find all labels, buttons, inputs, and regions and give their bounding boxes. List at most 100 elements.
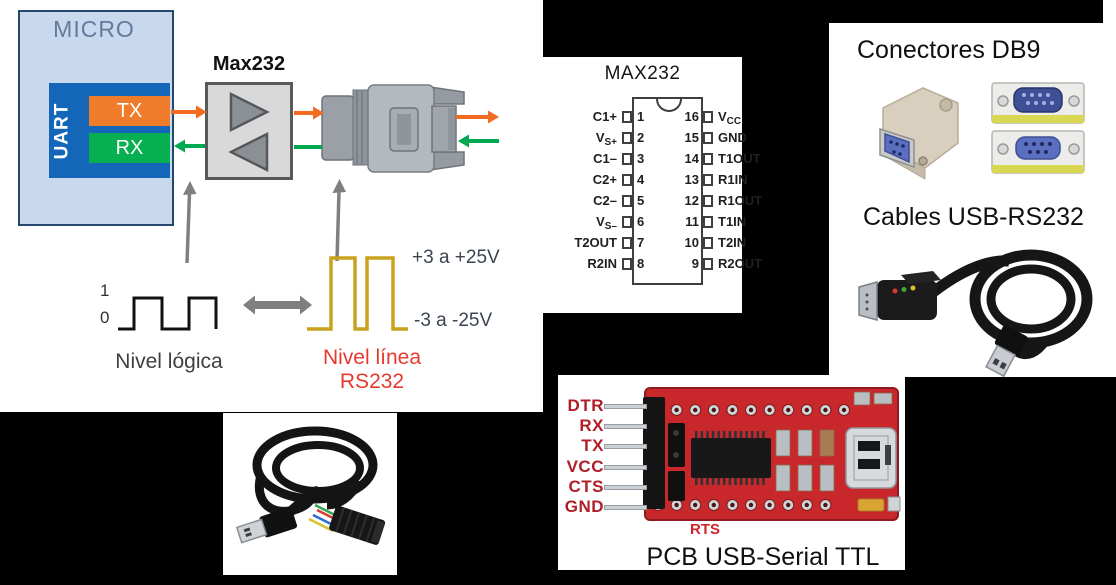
pin-number: 9 (691, 256, 699, 271)
pin-label-left: T2OUT (574, 235, 617, 250)
pin-number: 4 (637, 172, 645, 187)
female-header-connector (329, 505, 386, 545)
pcb-pin (604, 424, 647, 430)
logic-low-label: 0 (100, 308, 110, 327)
pin-stub-right (703, 132, 713, 144)
level-pointer-arrows (183, 179, 346, 264)
pin-label-right: T2IN (718, 235, 747, 250)
pin-stub-left (622, 258, 632, 270)
pin-stub-right (703, 195, 713, 207)
rx-signal-arrows (174, 134, 499, 153)
logic-level-caption: Nivel lógica (115, 350, 223, 373)
logic-high-label: 1 (100, 281, 110, 300)
pcb-pin (604, 464, 647, 470)
pin-number: 14 (684, 151, 699, 166)
pin-number: 11 (685, 214, 699, 229)
pcb-pin-label-cts: CTS (568, 476, 604, 496)
pin-label-right: R1IN (718, 172, 748, 187)
connectors-panel: Conectores DB9 (829, 23, 1116, 377)
pin-number: 1 (637, 109, 645, 124)
pin-stub-left (622, 195, 632, 207)
pin-stub-right (703, 216, 713, 228)
usb-rs232-cables-title: Cables USB-RS232 (863, 203, 1084, 231)
pin-label-left: C2+ (592, 172, 617, 187)
pin-number: 8 (637, 256, 645, 271)
pcb-caption: PCB USB-Serial TTL (646, 543, 880, 570)
pin-number: 13 (684, 172, 699, 187)
pin-number: 12 (684, 193, 699, 208)
pin-stub-left (622, 153, 632, 165)
black-backdrop-bottom-right (1103, 377, 1116, 585)
rs232-low-voltage-label: -3 a -25V (414, 310, 493, 331)
pin-number: 10 (684, 235, 699, 250)
pin-number: 15 (684, 130, 699, 145)
pcb-pin (604, 484, 647, 490)
pin-number: 2 (637, 130, 645, 145)
db9-gender-changer-photo (991, 82, 1085, 174)
pin-number: 3 (637, 151, 645, 166)
signal-flow-illustration (118, 84, 499, 331)
logic-level-waveform (118, 296, 218, 331)
rs232-level-waveform (307, 256, 408, 331)
pin-label-right: GND (718, 130, 747, 145)
pcb-pin (604, 444, 647, 450)
db9-connectors-title: Conectores DB9 (857, 36, 1041, 64)
rs232-level-caption-line2: RS232 (339, 370, 405, 393)
pcb-pin (604, 404, 647, 409)
pin-label-right: VCC (718, 109, 742, 127)
pin-stub-right (703, 111, 713, 123)
pin-label-left: C1+ (592, 109, 617, 124)
pcb-pin-label-gnd: GND (564, 497, 604, 516)
pin-number: 7 (637, 235, 645, 250)
pin-stub-left (622, 132, 632, 144)
db9-connector-illustration (321, 84, 465, 173)
dip16-chip-body (632, 97, 703, 285)
pin-stub-right (703, 258, 713, 270)
pin-label-left: C2– (593, 193, 617, 208)
max232-chip-label: Max232 (212, 53, 286, 75)
micro-label: MICRO (53, 16, 135, 42)
pcb-pin-label-tx: TX (581, 436, 604, 456)
smd-components (775, 391, 893, 492)
max232-box (205, 82, 293, 180)
pin-stub-left (622, 111, 632, 123)
usb-ttl-cable-illustration (235, 426, 386, 545)
tx-bar: TX (89, 96, 170, 126)
rx-bar: RX (89, 133, 170, 163)
pin-number: 6 (637, 214, 645, 229)
pin-label-right: R2OUT (718, 256, 763, 271)
rs232-level-caption-line1: Nivel línea (322, 346, 422, 369)
pin-stub-right (703, 174, 713, 186)
pin-label-right: T1OUT (718, 151, 761, 166)
ftdi-board-illustration (643, 387, 901, 521)
pin-label-left: C1– (593, 151, 617, 166)
mini-usb-connector (845, 427, 897, 489)
pin-label-right: T1IN (718, 214, 747, 229)
rts-label: RTS (690, 521, 720, 538)
pcb-pin (604, 505, 647, 510)
usb-a-plug (235, 507, 298, 544)
tx-signal-arrows (171, 105, 499, 124)
pin-label-right: R1OUT (718, 193, 763, 208)
pin-label-left: VS+ (595, 130, 617, 148)
level-conversion-double-arrow (243, 295, 312, 315)
pcb-pin-label-dtr: DTR (567, 396, 604, 415)
max232-buffer-triangles (228, 91, 270, 173)
pin-number: 16 (684, 109, 699, 124)
pinout-title: MAX232 (604, 63, 681, 84)
pin-number: 5 (637, 193, 645, 208)
pin-header-block (643, 397, 665, 509)
ic-chip (691, 431, 771, 485)
usb-rs232-cable-photo (858, 249, 1093, 377)
pcb-through-holes (652, 404, 850, 511)
rs232-high-voltage-label: +3 a +25V (412, 247, 500, 268)
pin-stub-right (703, 153, 713, 165)
pcb-pin-label-rx: RX (579, 416, 604, 436)
pin-label-left: R2IN (587, 256, 617, 271)
pin-stub-left (622, 216, 632, 228)
db9-female-adapter-photo (879, 87, 959, 180)
